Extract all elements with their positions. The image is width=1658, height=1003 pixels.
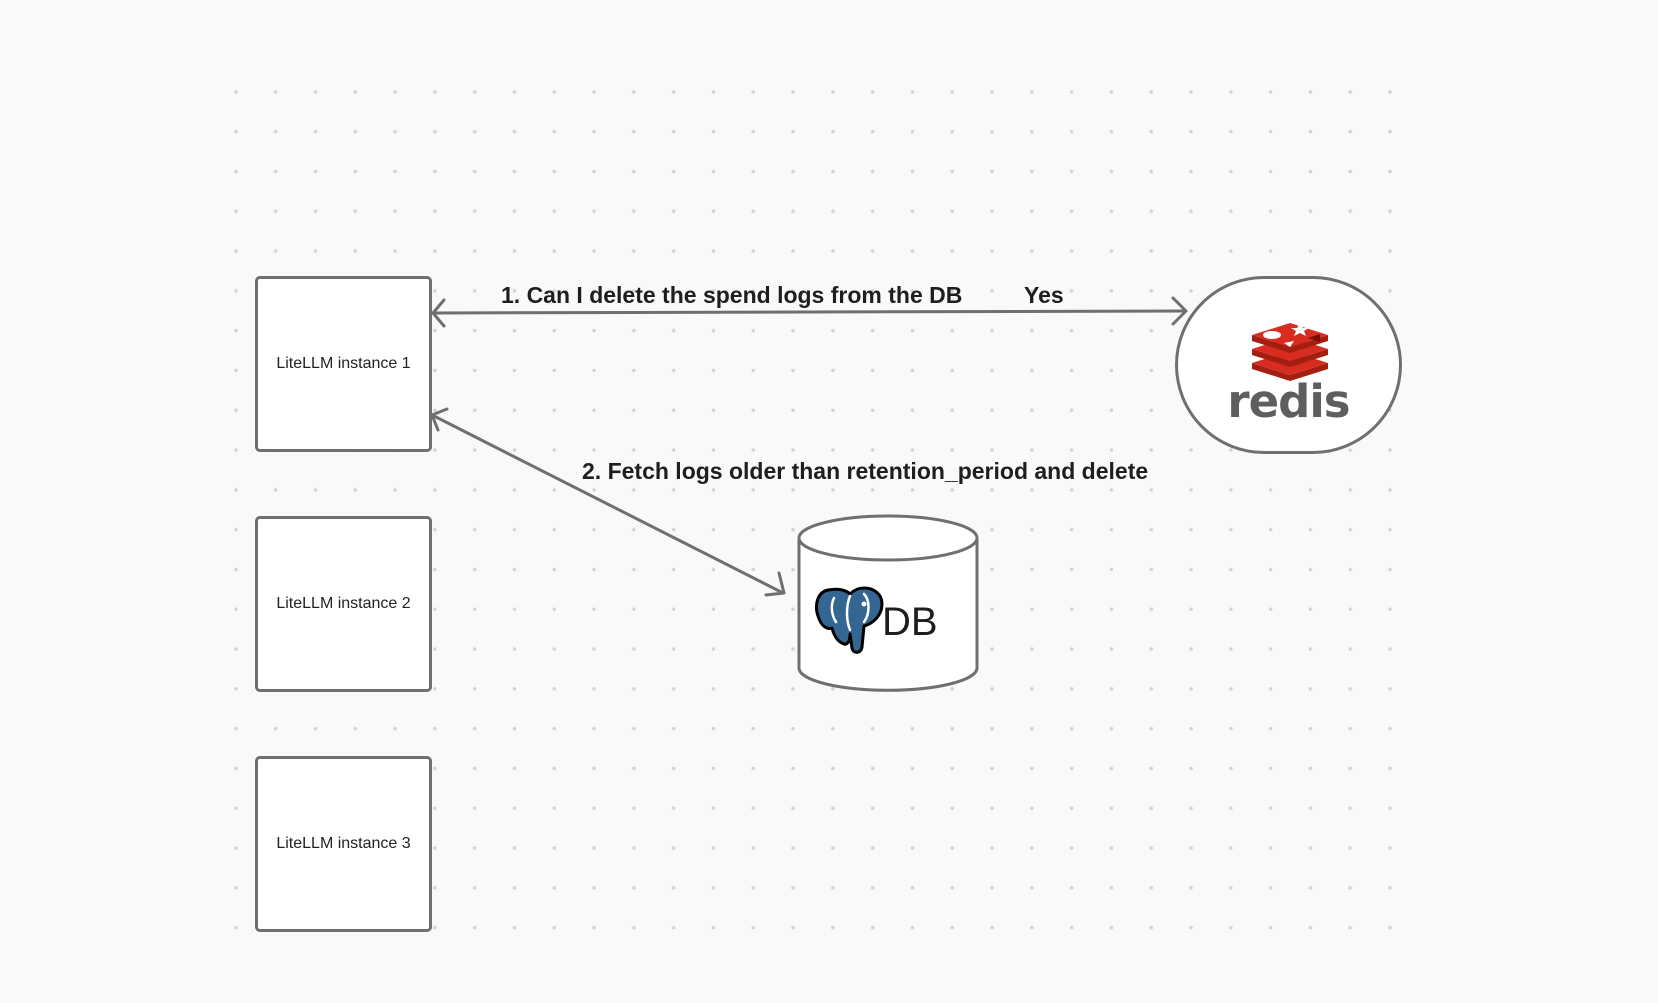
redis-node[interactable]: redis [1175,276,1402,454]
redis-logo-icon [1252,323,1328,381]
litellm-instance-2-node[interactable]: LiteLLM instance 2 [255,516,432,692]
litellm-instance-1-label: LiteLLM instance 1 [276,355,411,372]
db-label: DB [882,600,938,644]
litellm-instance-3-node[interactable]: LiteLLM instance 3 [255,756,432,932]
edge-redis-check [431,296,1188,328]
db-cylinder-node[interactable] [797,514,979,696]
edge-label-step-2: 2. Fetch logs older than retention_perio… [582,458,1149,484]
litellm-instance-1-node[interactable]: LiteLLM instance 1 [255,276,432,452]
litellm-instance-3-label: LiteLLM instance 3 [276,835,411,852]
postgres-elephant-icon [814,586,884,654]
edge-db-cleanup [430,407,786,597]
litellm-instance-2-label: LiteLLM instance 2 [276,595,411,612]
edge-label-step-1: 1. Can I delete the spend logs from the … [501,282,963,308]
edge-label-yes: Yes [1024,282,1064,308]
redis-label: redis [1227,375,1350,428]
